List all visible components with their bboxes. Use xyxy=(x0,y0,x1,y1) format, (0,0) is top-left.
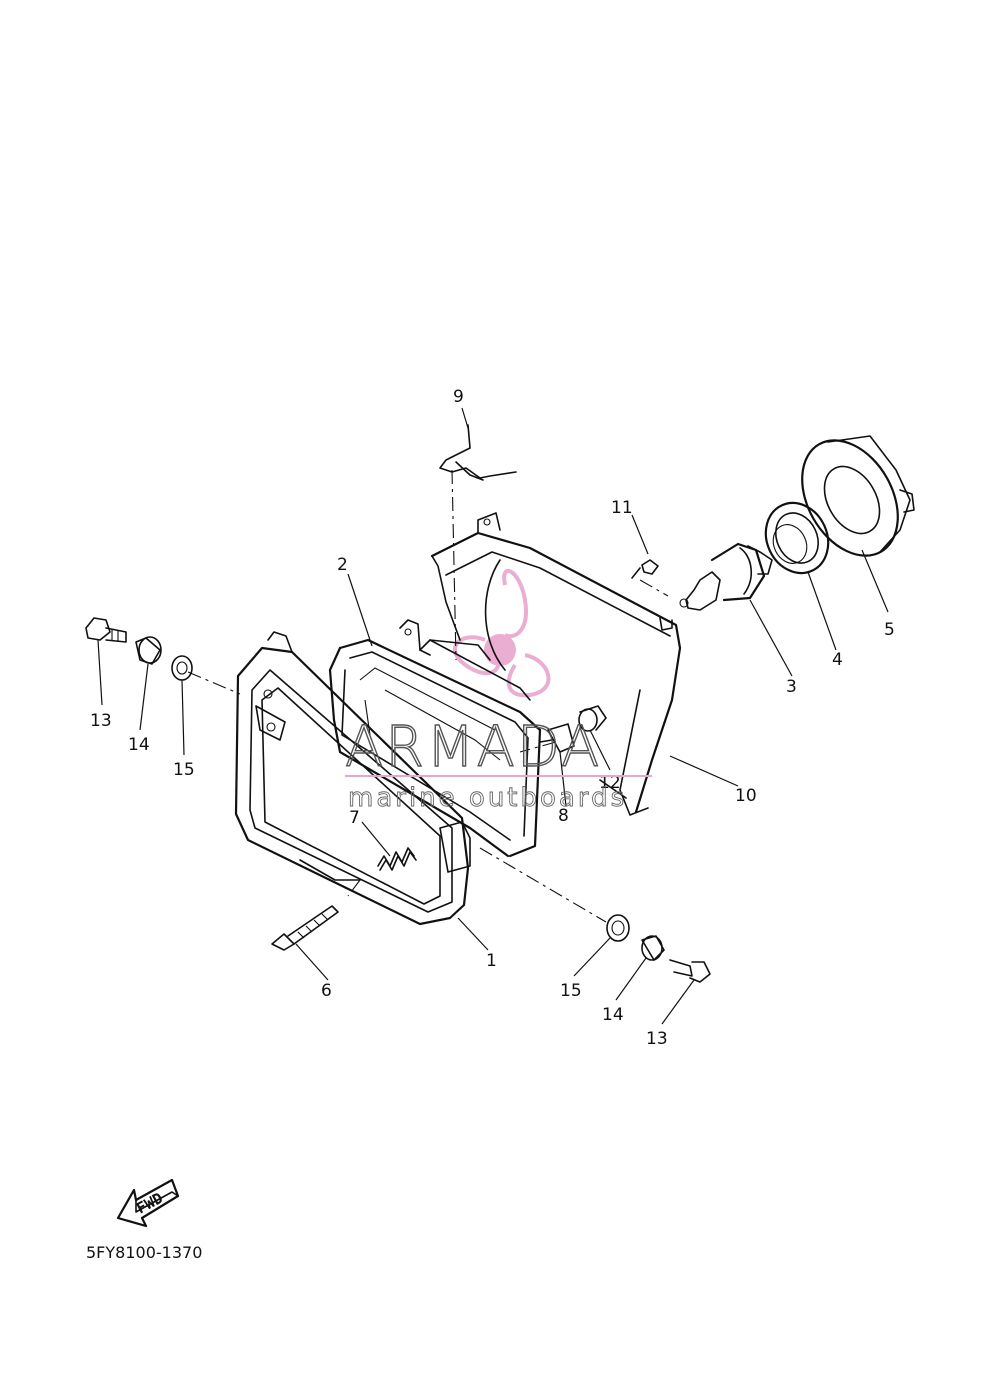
callout-2: 2 xyxy=(337,555,348,575)
watermark-text: ARMADA marine outboards xyxy=(344,714,652,813)
right-fastener-set xyxy=(606,914,711,983)
part-small-screw xyxy=(631,559,659,579)
watermark-brand: ARMADA xyxy=(345,715,601,780)
callout-15-left: 15 xyxy=(173,760,195,780)
leader-lines xyxy=(97,407,889,1025)
part-spring xyxy=(377,847,417,871)
left-fastener-set xyxy=(85,617,193,681)
callout-14-right: 14 xyxy=(602,1005,624,1025)
part-lens-unit xyxy=(328,619,542,858)
part-wire-clip xyxy=(439,424,517,481)
callout-4: 4 xyxy=(832,650,843,670)
watermark-tagline: marine outboards xyxy=(348,783,627,813)
part-grommet-12 xyxy=(578,705,607,732)
part-housing xyxy=(430,512,682,816)
part-clip-nut xyxy=(539,723,575,753)
part-adjust-screw xyxy=(271,905,339,951)
callout-13-left: 13 xyxy=(90,711,112,731)
part-bulb-holder xyxy=(764,501,830,575)
callout-10: 10 xyxy=(735,786,757,806)
fwd-label: FWD xyxy=(133,1189,165,1218)
callout-15-right: 15 xyxy=(560,981,582,1001)
part-rubber-cover xyxy=(801,435,915,557)
callout-13-right: 13 xyxy=(646,1029,668,1049)
callout-5: 5 xyxy=(884,620,895,640)
alignment-axes xyxy=(187,469,669,923)
fwd-arrow: FWD xyxy=(116,1178,180,1228)
callout-8: 8 xyxy=(558,806,569,826)
callout-1: 1 xyxy=(486,951,497,971)
part-bulb xyxy=(679,542,773,611)
part-rim-bezel xyxy=(234,631,471,926)
callout-3: 3 xyxy=(786,677,797,697)
watermark-logo xyxy=(453,569,551,698)
callout-11: 11 xyxy=(611,498,633,518)
callout-12: 12 xyxy=(599,773,621,793)
callout-9: 9 xyxy=(453,387,464,407)
callout-14-left: 14 xyxy=(128,735,150,755)
callout-7: 7 xyxy=(349,808,360,828)
callout-labels: 9 2 11 3 4 5 10 12 8 7 6 1 13 14 15 15 1… xyxy=(90,387,895,1049)
callout-6: 6 xyxy=(321,981,332,1001)
drawing-code: 5FY8100-1370 xyxy=(86,1243,202,1262)
